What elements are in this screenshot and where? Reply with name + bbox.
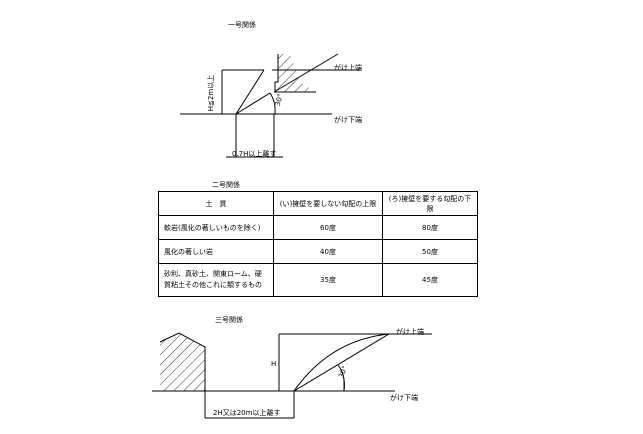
table-row: 軟岩(風化の著しいものを除く) 60度 80度 <box>158 215 478 240</box>
hatched-ground <box>275 54 316 92</box>
hatched-building <box>160 333 205 391</box>
upper-slope-line <box>273 53 339 93</box>
table-row: 砂利、真砂土、関東ローム、硬質粘土その他これに類するもの 35度 45度 <box>158 263 478 297</box>
section1-top-edge-label: がけ上端 <box>334 64 362 72</box>
cell-no-wall: 35度 <box>273 263 383 297</box>
cell-wall: 50度 <box>382 239 478 264</box>
section3-figure <box>152 332 432 419</box>
section3-title: 三号関係 <box>215 316 243 324</box>
header-no-wall: (い)擁壁を要しない勾配の上限 <box>273 191 383 216</box>
slope-curve <box>293 333 390 392</box>
header-wall: (ろ)擁壁を要する勾配の下限 <box>382 191 478 216</box>
section2-title: 二号関係 <box>212 181 240 189</box>
wall-outline <box>274 54 316 93</box>
section1-bottom-edge-label: がけ下端 <box>334 116 362 124</box>
slope-line <box>235 69 265 115</box>
section1-distance-label: 0.7H以上離す <box>232 150 277 158</box>
section3-top-edge-label: がけ上端 <box>396 328 424 336</box>
table-header-row: 土 質 (い)擁壁を要しない勾配の上限 (ろ)擁壁を要する勾配の下限 <box>158 191 478 216</box>
table-row: 風化の著しい岩 40度 50度 <box>158 239 478 264</box>
cell-no-wall: 60度 <box>273 215 383 240</box>
section3-height-label: H <box>271 360 277 368</box>
cell-wall: 80度 <box>382 215 478 240</box>
building-outline <box>159 332 206 391</box>
cell-soil: 風化の著しい岩 <box>158 239 274 264</box>
section1-title: 一号関係 <box>228 21 256 29</box>
cell-wall: 45度 <box>382 263 478 297</box>
cell-no-wall: 40度 <box>273 239 383 264</box>
section1-height-label: H≦2m以上 <box>207 74 216 112</box>
section3-bottom-edge-label: がけ下端 <box>390 394 418 402</box>
cell-soil: 砂利、真砂土、関東ローム、硬質粘土その他これに類するもの <box>158 263 274 297</box>
angle-arc <box>269 92 276 115</box>
slope-table: 土 質 (い)擁壁を要しない勾配の上限 (ろ)擁壁を要する勾配の下限 軟岩(風化… <box>158 191 478 297</box>
header-soil: 土 質 <box>158 191 274 216</box>
section1-figure <box>180 53 360 158</box>
cell-soil: 軟岩(風化の著しいものを除く) <box>158 215 274 240</box>
angle-line <box>235 92 271 115</box>
slope-chord <box>293 333 390 392</box>
section3-distance-label: 2H又は20m以上離す <box>213 409 281 417</box>
